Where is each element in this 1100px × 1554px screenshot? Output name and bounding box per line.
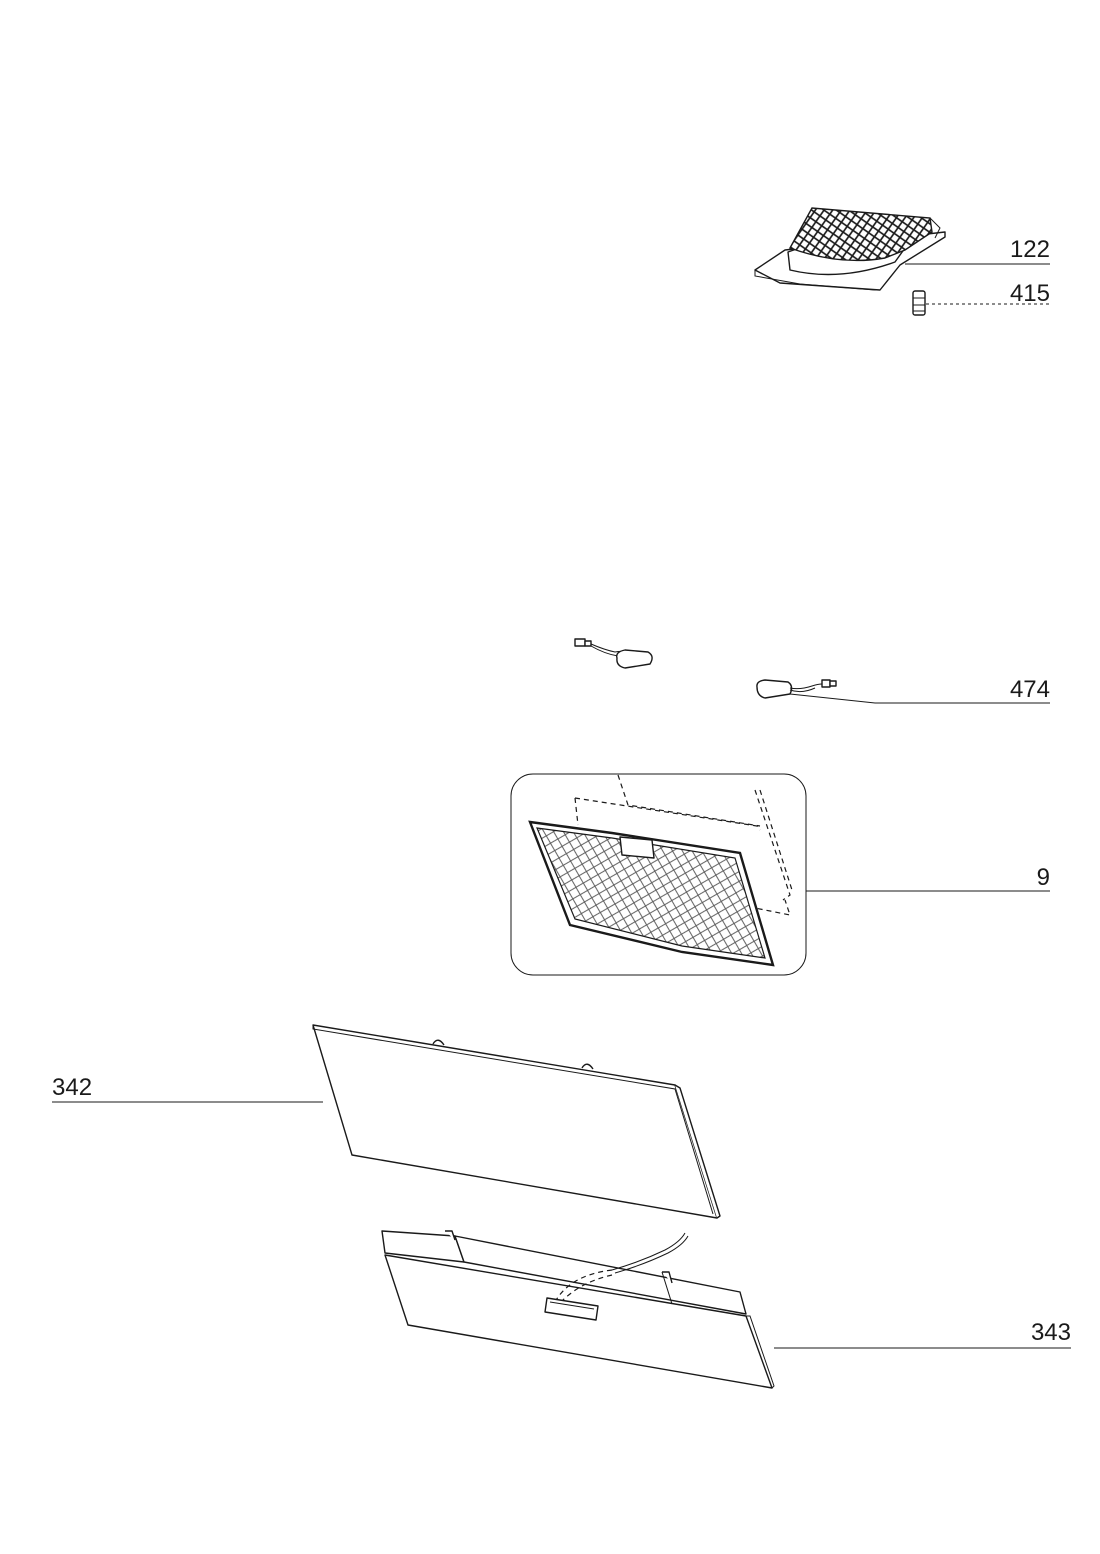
part-415-bracket: [912, 290, 926, 316]
callout-9: 9: [1037, 864, 1050, 891]
part-9-grease-filter: [510, 773, 807, 976]
part-474-lamp-right: [756, 679, 837, 699]
part-342-glass-panel: [312, 1024, 721, 1219]
callout-343: 343: [1031, 1319, 1071, 1346]
callout-122: 122: [1010, 236, 1050, 263]
callout-474: 474: [1010, 676, 1050, 703]
part-9-detail-box: [510, 773, 807, 976]
leader-474: [789, 693, 1050, 704]
part-122-carbon-filter: [754, 207, 946, 291]
part-474-lamp-left: [574, 638, 653, 669]
part-343-control-panel: [381, 1230, 775, 1389]
callout-342: 342: [52, 1074, 92, 1101]
callout-415: 415: [1010, 280, 1050, 307]
